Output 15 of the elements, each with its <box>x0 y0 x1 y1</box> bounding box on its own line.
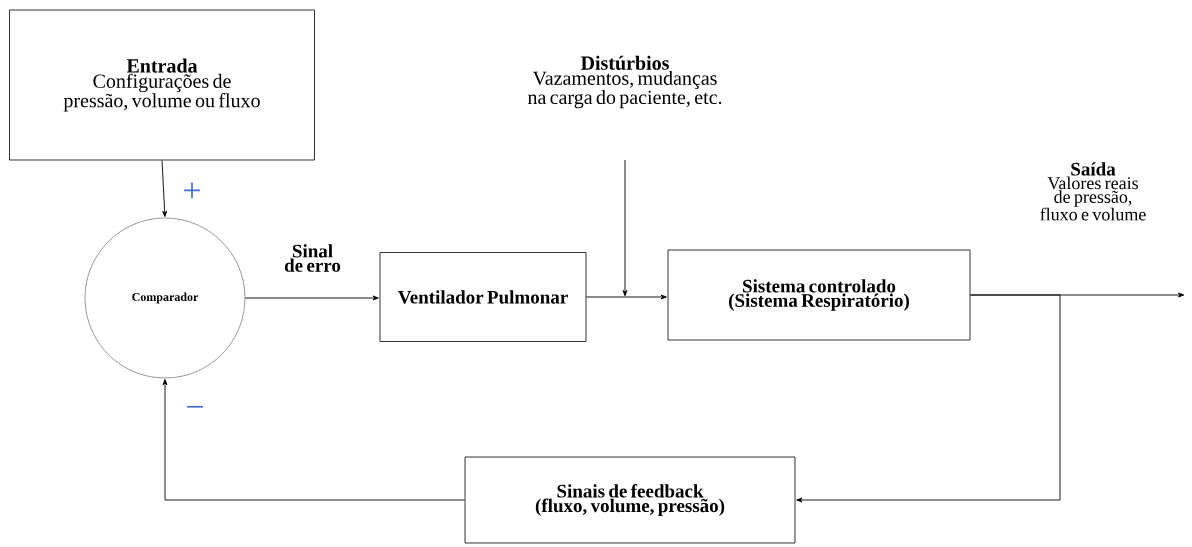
arrow <box>585 294 667 300</box>
arrow <box>244 295 379 301</box>
process-box: Entrada Configurações de pressão, volume ou fluxo <box>9 9 315 161</box>
process-box: Sinais de feedback (fluxo, volume, pressão) <box>464 456 796 544</box>
process-box: Sistema controlado (Sistema Respiratório) <box>667 249 971 341</box>
disturbance-text: Distúrbios Vazamentos, mudanças na carga do paciente, etc. <box>527 55 722 109</box>
process-box: Ventilador Pulmonar <box>379 252 587 342</box>
arrow <box>162 379 466 501</box>
sign-label: + <box>184 182 200 199</box>
edge-label: Sinal de erro <box>284 244 341 272</box>
output-text: Saída Valores reais de pressão, fluxo e volume <box>1040 162 1146 221</box>
arrow <box>161 159 168 217</box>
sign-label: − <box>187 405 203 408</box>
arrow <box>622 159 628 297</box>
arrow <box>796 294 1061 503</box>
